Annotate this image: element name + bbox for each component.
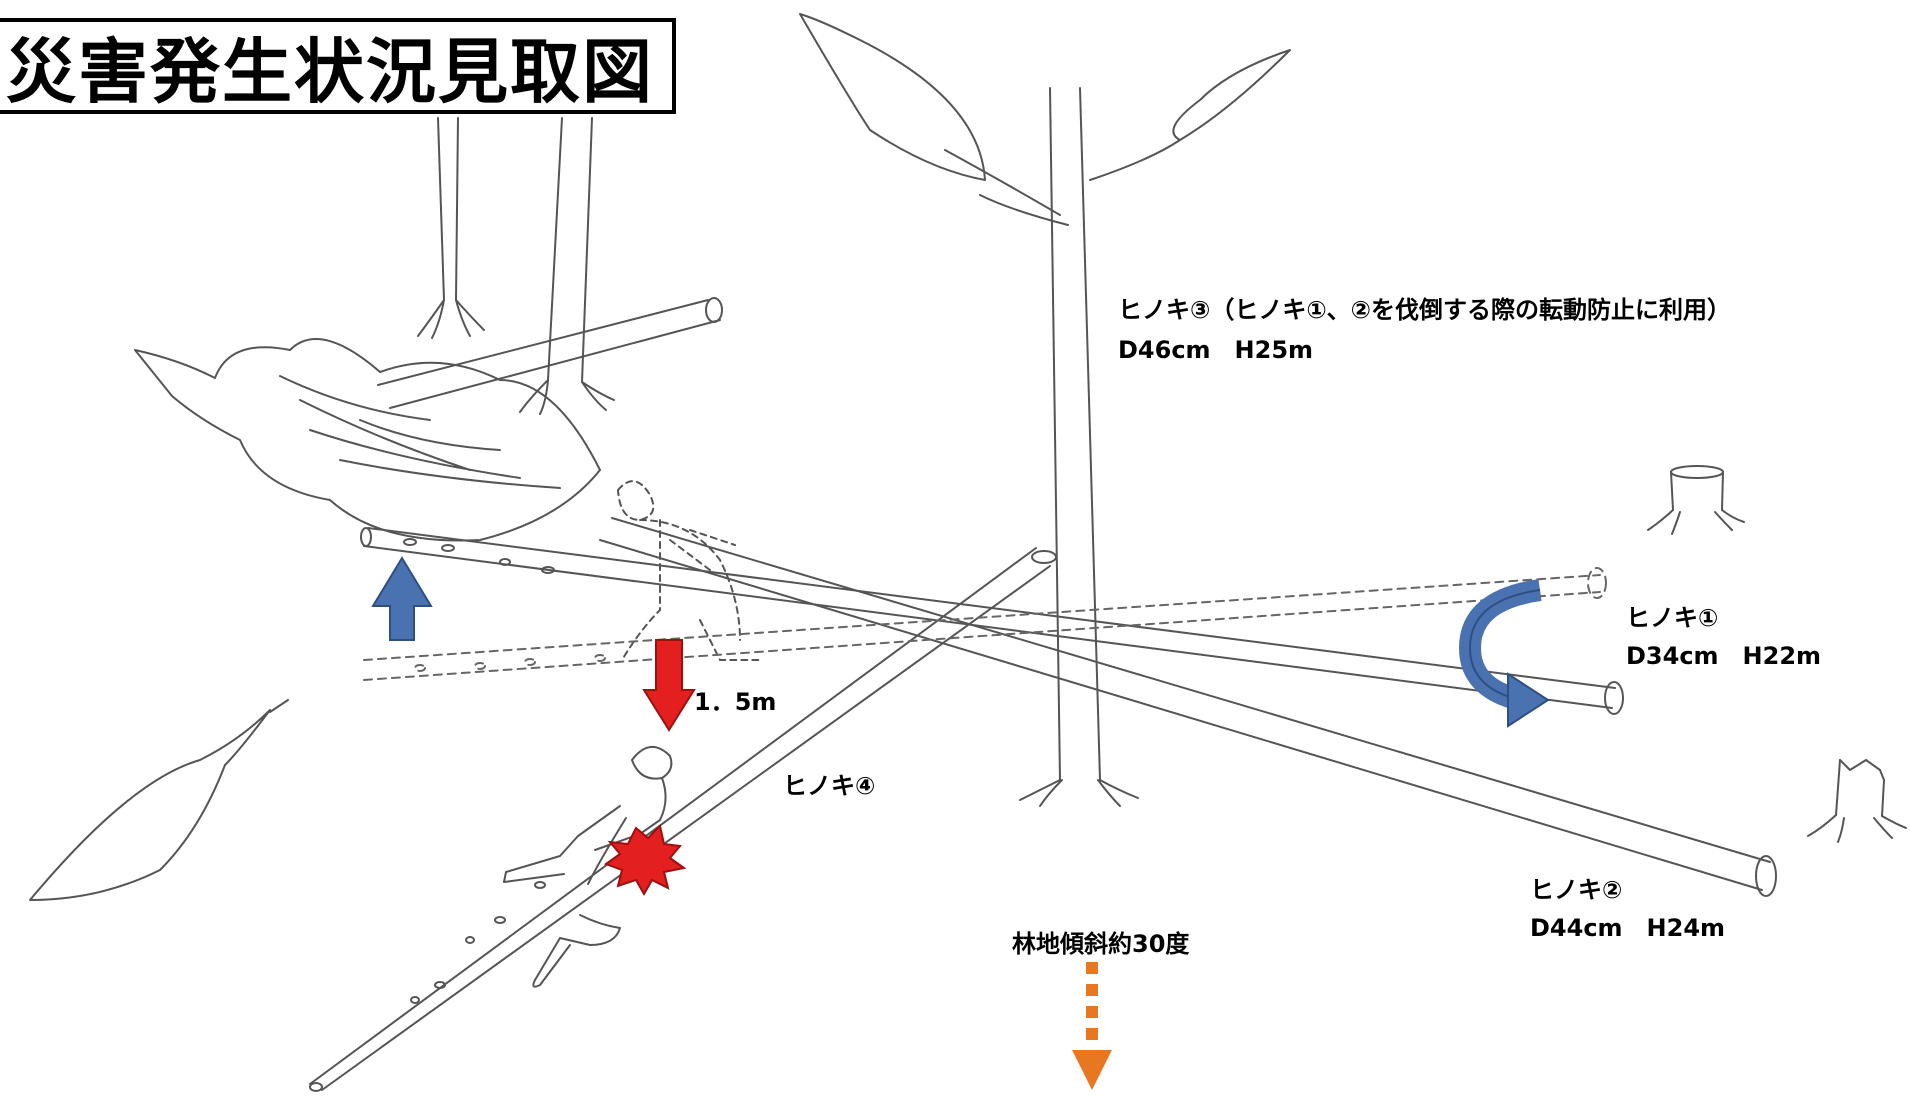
label-tree4-name: ヒノキ④ (783, 772, 876, 800)
label-tree3-size: D46cm H25m (1118, 336, 1314, 364)
title-box: 災害発生状況見取図 (0, 18, 676, 114)
log-hinoki-1 (360, 527, 1624, 715)
label-tree3-desc: ヒノキ③（ヒノキ①、②を伐倒する際の転動防止に利用） (1118, 296, 1731, 324)
blue-up-arrow (371, 556, 433, 641)
label-tree1-name: ヒノキ① (1626, 604, 1719, 632)
slope-direction-arrow (1072, 962, 1112, 1090)
stump-right-1 (1647, 465, 1745, 535)
label-distance: 1．5m (694, 688, 777, 716)
log-hinoki-4 (309, 547, 1057, 1092)
log-hinoki-1-before (363, 567, 1607, 681)
background-tree-left (417, 117, 485, 339)
red-down-arrow (642, 639, 696, 732)
worker-before-position (617, 480, 761, 661)
label-tree2-name: ヒノキ② (1530, 876, 1623, 904)
fallen-leaf (29, 699, 289, 901)
chainsaw (532, 914, 621, 988)
background-tree-mid (519, 117, 615, 415)
back-log (377, 297, 723, 409)
label-slope: 林地傾斜約30度 (1012, 930, 1190, 958)
fallen-crown (134, 338, 601, 542)
rolling-arrow (1458, 579, 1550, 728)
label-tree2-size: D44cm H24m (1530, 914, 1726, 942)
stump-right-2 (1807, 759, 1907, 843)
log-hinoki-2 (599, 517, 1777, 897)
impact-burst (603, 824, 687, 897)
label-tree1-size: D34cm H22m (1626, 642, 1822, 670)
page-title: 災害発生状況見取図 (6, 30, 654, 113)
worker-fallen (503, 746, 673, 885)
standing-tree-hinoki-3 (799, 13, 1291, 807)
